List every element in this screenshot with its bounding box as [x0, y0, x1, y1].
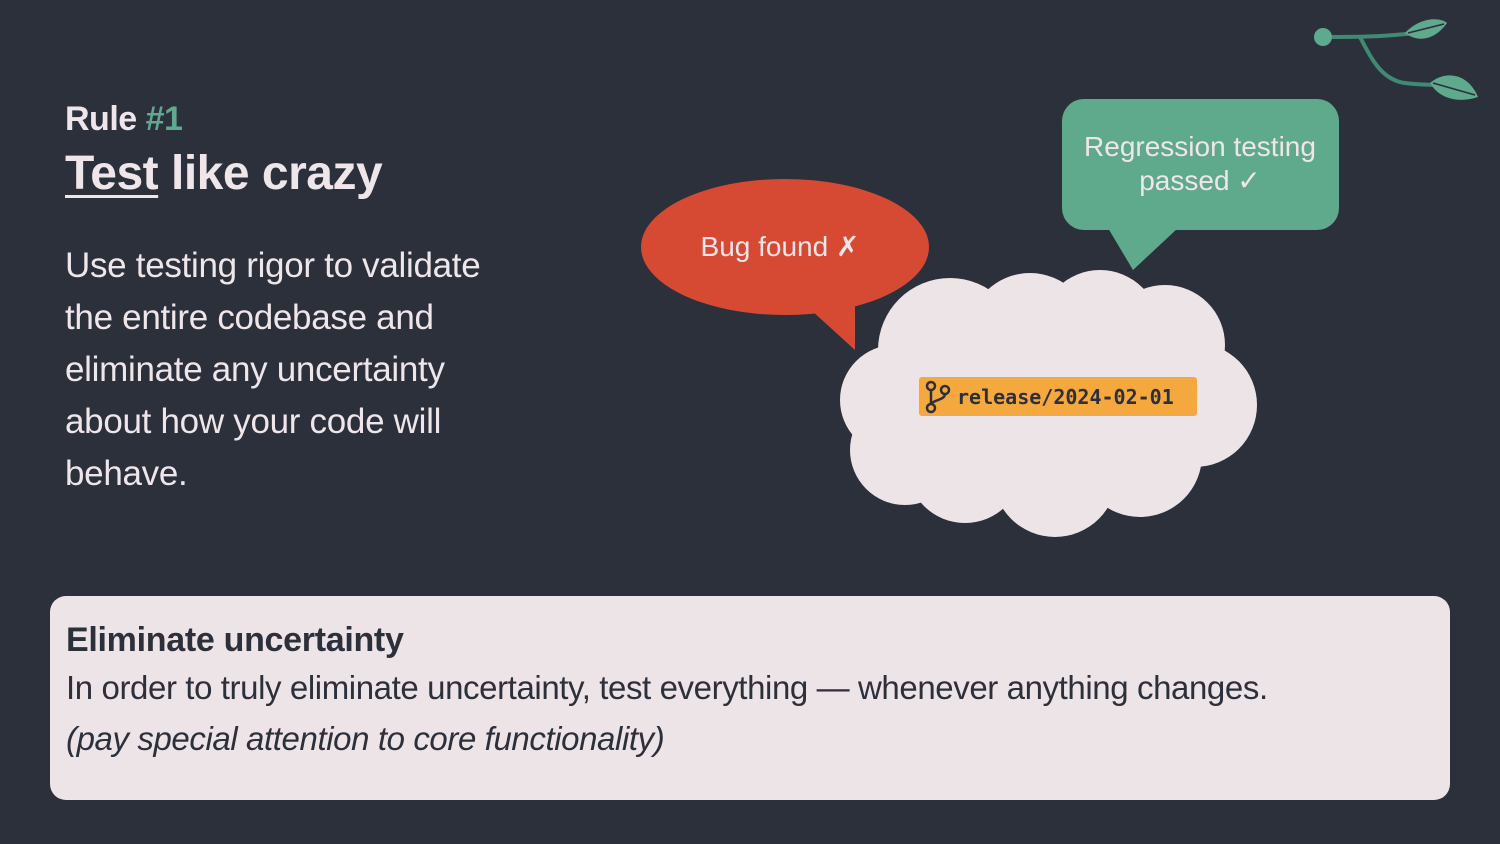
regression-bubble-shape [1062, 99, 1339, 270]
rule-label: Rule #1 [65, 100, 183, 138]
bug-bubble-shape [641, 179, 929, 350]
title-rest: like crazy [158, 147, 383, 200]
title-underlined: Test [65, 147, 159, 200]
callout-box: Eliminate uncertainty In order to truly … [50, 596, 1450, 800]
regression-bubble-text: Regression testing passed ✓ [1084, 131, 1316, 196]
cloud-shape [840, 270, 1257, 537]
callout-title: Eliminate uncertainty [66, 621, 404, 659]
leaf-branch-icon [1314, 19, 1478, 100]
branch-tag: release/2024-02-01 [919, 377, 1197, 416]
rule-number: #1 [145, 100, 183, 138]
git-branch-icon [925, 380, 951, 413]
branch-label: release/2024-02-01 [957, 384, 1174, 409]
page-title: Test like crazy [65, 146, 383, 201]
callout-note: (pay special attention to core functiona… [66, 720, 665, 757]
callout-text: In order to truly eliminate uncertainty,… [66, 669, 1268, 706]
body-text: Use testing rigor to validate the entire… [65, 246, 481, 493]
bug-bubble-text: Bug found ✗ [700, 231, 860, 262]
